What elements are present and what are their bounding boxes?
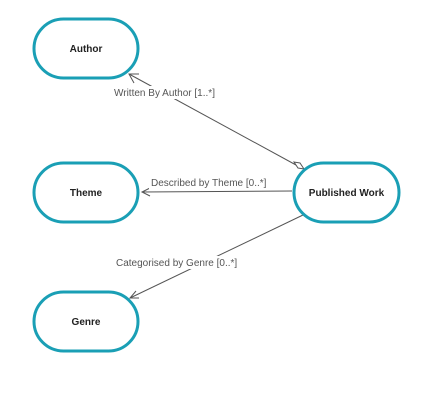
- edge-described-by-theme[interactable]: Described by Theme [0..*]: [140, 176, 293, 197]
- node-published-work-shape: [292, 161, 401, 224]
- arrowhead-genre-icon: [128, 290, 139, 299]
- node-genre-shape: [32, 290, 140, 353]
- node-published-work[interactable]: Published Work: [292, 161, 401, 224]
- node-theme-label: Theme: [70, 188, 103, 199]
- node-genre-label: Genre: [72, 317, 101, 328]
- edge-label-bg-described-by: [149, 176, 277, 189]
- edge-label-written-by: Written By Author [1..*]: [114, 88, 215, 99]
- node-author-label: Author: [70, 44, 103, 55]
- aggregation-diamond-icon: [292, 161, 306, 170]
- node-author-shape: [32, 17, 140, 80]
- arrowhead-author-icon: [128, 73, 139, 84]
- edge-label-bg-categorised-by: [113, 256, 249, 269]
- edge-line-described-by: [141, 190, 293, 193]
- edge-categorised-by-genre[interactable]: Categorised by Genre [0..*]: [113, 214, 304, 299]
- node-theme[interactable]: Theme: [32, 161, 140, 224]
- node-theme-shape: [32, 161, 140, 224]
- arrowhead-theme-icon: [140, 187, 151, 197]
- node-published-work-label: Published Work: [309, 188, 385, 199]
- edge-label-categorised-by: Categorised by Genre [0..*]: [116, 258, 237, 269]
- edge-label-bg-written-by: [112, 86, 226, 99]
- node-author[interactable]: Author: [32, 17, 140, 80]
- edge-written-by-author[interactable]: Written By Author [1..*]: [112, 73, 306, 170]
- edge-label-described-by: Described by Theme [0..*]: [151, 178, 267, 189]
- node-genre[interactable]: Genre: [32, 290, 140, 353]
